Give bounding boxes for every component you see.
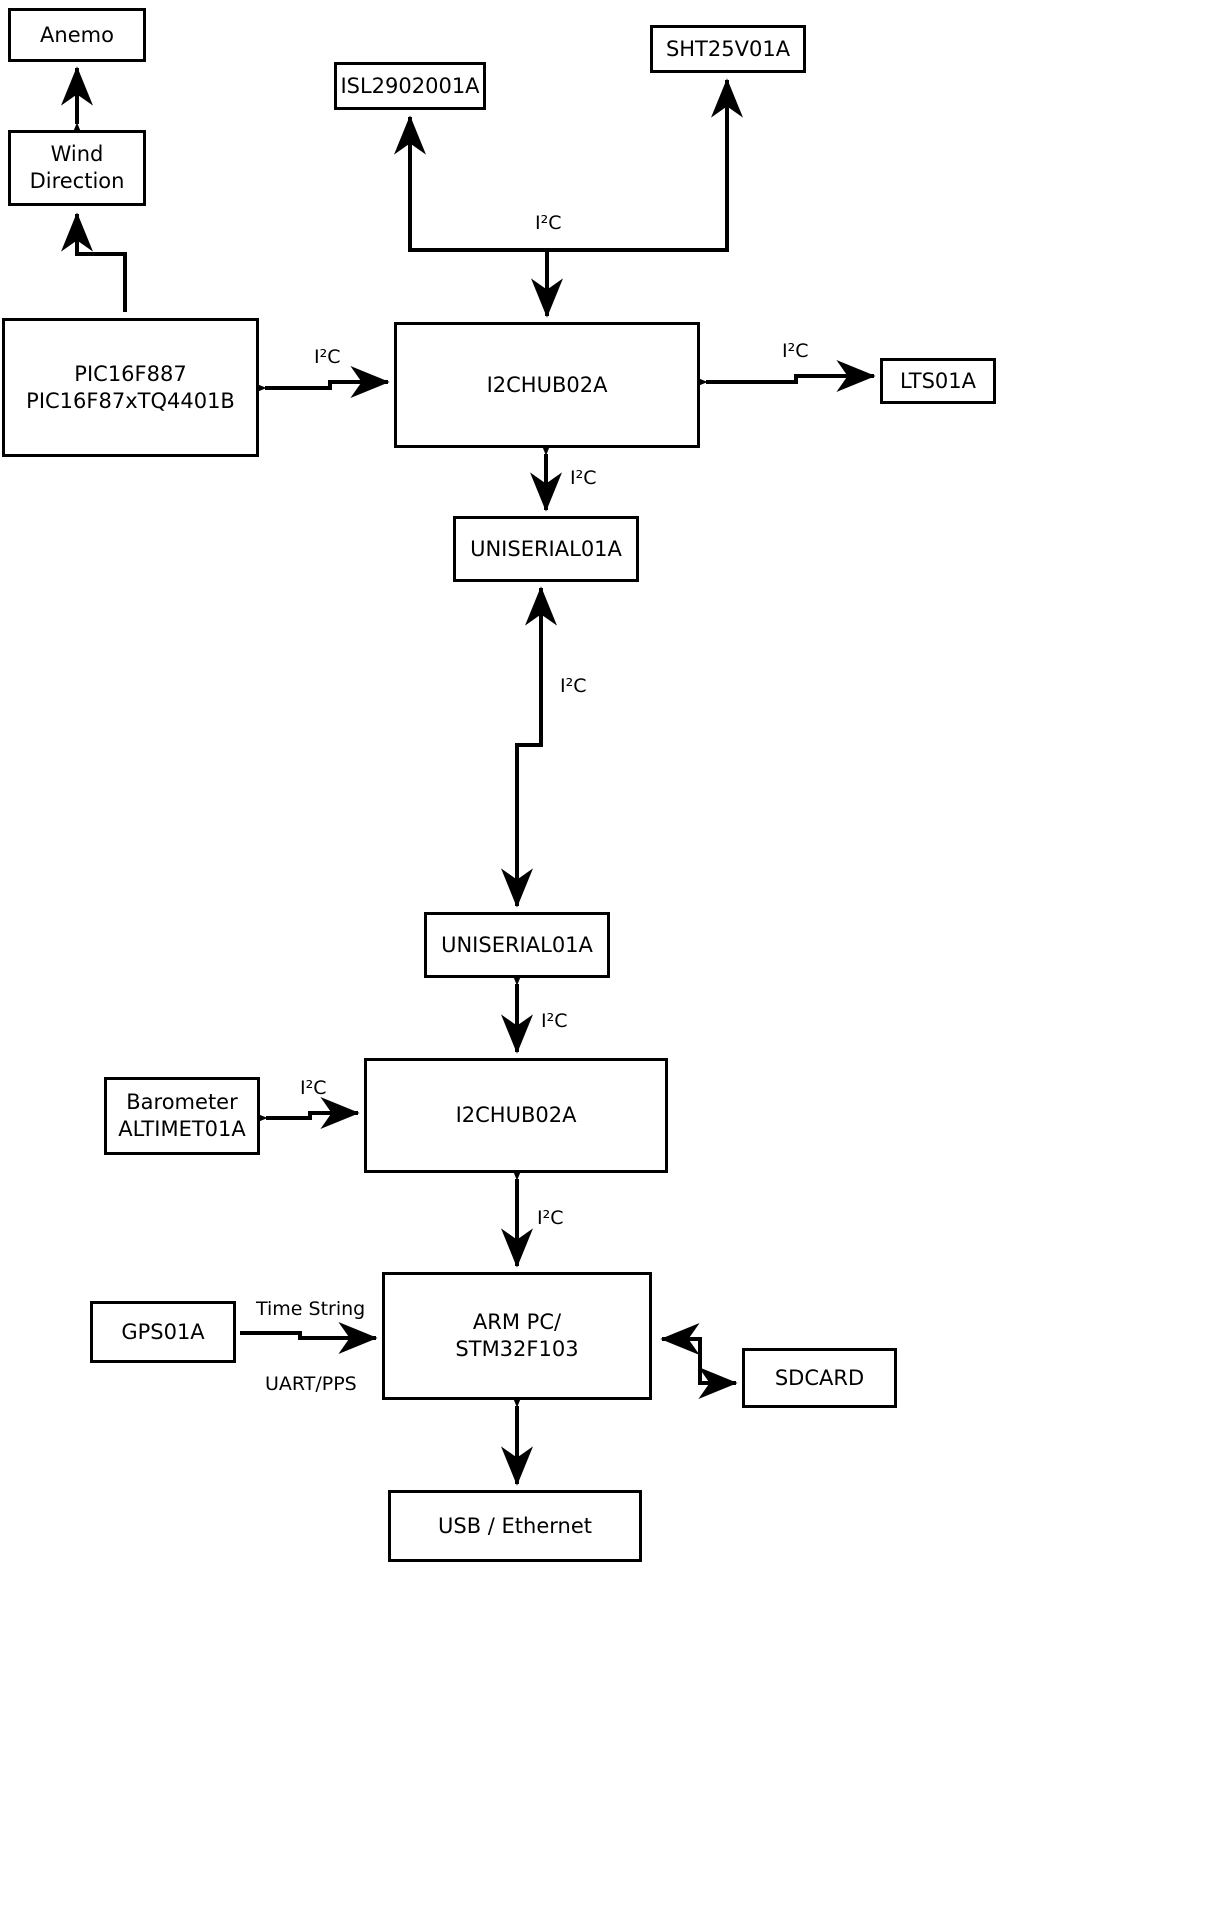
wire-baro-hub2: [228, 1097, 360, 1135]
edge-label-i2c-hub-uniserial: I²C: [570, 467, 597, 489]
edge-label-i2c-uniserial-hub2: I²C: [541, 1010, 568, 1032]
edge-label-i2c-uniserial-uniserial: I²C: [560, 675, 587, 697]
edge-label-i2c-hub-sensors: I²C: [535, 212, 562, 234]
edge-label-i2c-hub-lts: I²C: [782, 340, 809, 362]
node-wind-direction[interactable]: Wind Direction: [8, 130, 146, 206]
node-uniserial01a-bottom[interactable]: UNISERIAL01A: [424, 912, 610, 978]
wire-arm-sdcard: [660, 1322, 702, 1383]
wire-uniser-uniser: [515, 586, 558, 906]
wire-pic-winddir: [61, 212, 127, 312]
node-uniserial01a-top[interactable]: UNISERIAL01A: [453, 516, 639, 582]
node-arm-pc-stm32f103[interactable]: ARM PC/ STM32F103: [382, 1272, 652, 1400]
edge-label-i2c-pic-hub: I²C: [314, 346, 341, 368]
node-barometer-altimet01a[interactable]: Barometer ALTIMET01A: [104, 1077, 260, 1155]
wire-sdcard-arm: [698, 1339, 738, 1400]
node-sdcard[interactable]: SDCARD: [742, 1348, 897, 1408]
node-pic-microcontroller[interactable]: PIC16F887 PIC16F87xTQ4401B: [2, 318, 259, 457]
node-lts01a[interactable]: LTS01A: [880, 358, 996, 404]
node-anemo[interactable]: Anemo: [8, 8, 146, 62]
edge-label-i2c-hub2-arm: I²C: [537, 1207, 564, 1229]
edge-label-i2c-barometer-hub2: I²C: [300, 1077, 327, 1099]
node-sht25v01a[interactable]: SHT25V01A: [650, 25, 806, 73]
edge-label-uart-pps: UART/PPS: [265, 1373, 357, 1395]
wire-hub-sht: [545, 78, 744, 316]
node-i2chub02a-top[interactable]: I2CHUB02A: [394, 322, 700, 448]
node-usb-ethernet[interactable]: USB / Ethernet: [388, 1490, 642, 1562]
wire-gps-arm: [240, 1322, 378, 1355]
node-i2chub02a-bottom[interactable]: I2CHUB02A: [364, 1058, 668, 1173]
wire-pic-hub: [227, 366, 390, 405]
wire-hub-isl: [394, 115, 549, 316]
node-isl2902001a[interactable]: ISL2902001A: [334, 62, 486, 110]
edge-label-time-string: Time String: [256, 1298, 366, 1320]
wire-hub-lts: [668, 360, 876, 399]
node-gps01a[interactable]: GPS01A: [90, 1301, 236, 1363]
